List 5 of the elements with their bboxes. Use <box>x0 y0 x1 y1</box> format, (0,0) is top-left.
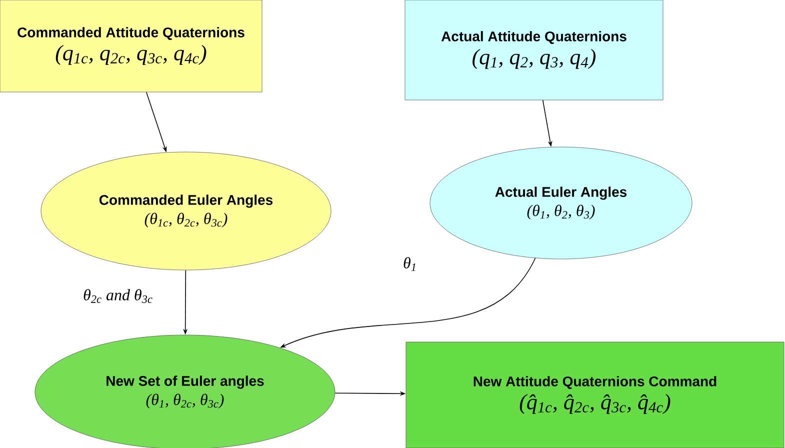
process-box: New Attitude Quaternions Command (q̂$_{1c}$, q̂$_{2c}$, q̂$_{3c}$, q̂$_{4c}$) <box>406 342 784 448</box>
edge-label: θ$_{1}$ <box>402 256 418 272</box>
process-box: Actual Attitude Quaternions (q$_{1}$, q$_{2}$, q$_{3}$, q$_{4}$) <box>404 0 664 100</box>
edge-label: θ$_{2c}$ and θ$_{3c}$ <box>82 288 154 304</box>
process-box: Commanded Attitude Quaternions (q$_{1c}$, q$_{2c}$, q$_{3c}$, q$_{4c}$) <box>0 0 262 92</box>
